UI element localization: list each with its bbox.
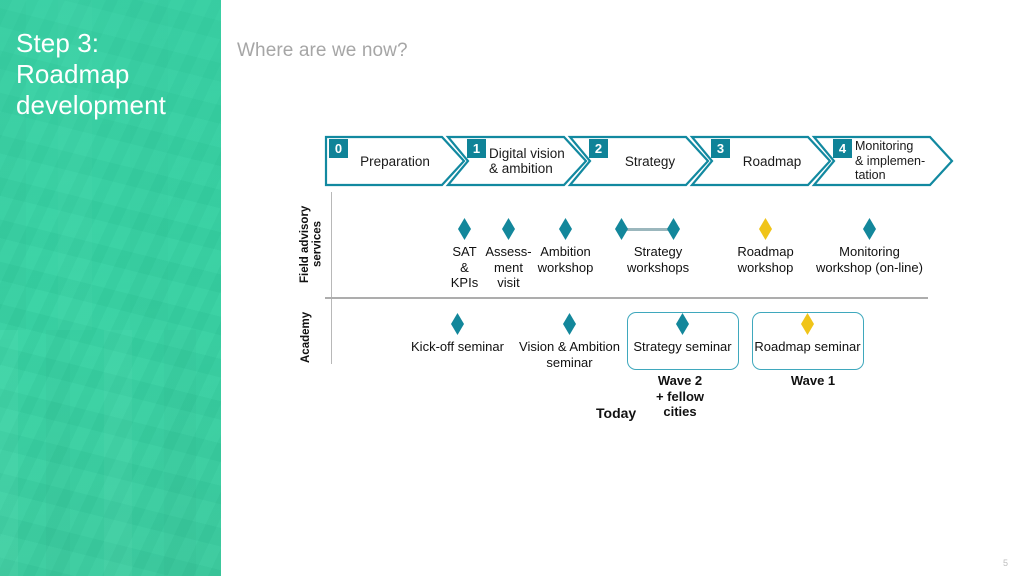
milestone-label: Kick-off seminar <box>411 339 504 354</box>
lane-horizontal-divider <box>325 297 928 299</box>
milestone-label: Monitoring workshop (on-line) <box>816 244 923 275</box>
process-step-1[interactable]: 1 Digital vision & ambition <box>445 135 588 187</box>
process-step-4-label: Monitoring & implemen- tation <box>855 139 926 183</box>
wave-label-roadmap-seminar: Wave 1 <box>790 373 836 388</box>
slide-subtitle: Where are we now? <box>237 40 408 61</box>
milestone-label: Assess- ment visit <box>485 244 532 290</box>
milestone-label: Ambition workshop <box>537 244 594 275</box>
lane-vertical-axis <box>331 192 332 364</box>
process-step-3-label: Roadmap <box>742 153 802 169</box>
today-marker-label: Today <box>596 405 637 421</box>
milestone-label: SAT & KPIs <box>450 244 479 290</box>
process-step-3-number: 3 <box>711 139 730 158</box>
milestone-label: Vision & Ambition seminar <box>519 339 620 370</box>
process-step-0[interactable]: 0 Preparation <box>324 135 466 187</box>
title-panel: Step 3: Roadmap development <box>0 0 221 576</box>
process-step-1-number: 1 <box>467 139 486 158</box>
process-step-0-label: Preparation <box>360 153 430 169</box>
process-step-4[interactable]: 4 Monitoring & implemen- tation <box>811 135 954 187</box>
process-step-2[interactable]: 2 Strategy <box>567 135 710 187</box>
process-step-2-number: 2 <box>589 139 608 158</box>
process-step-2-label: Strategy <box>624 153 676 169</box>
milestone-label: Roadmap workshop <box>737 244 794 275</box>
highlight-box-roadmap-seminar[interactable] <box>752 312 864 370</box>
page-number: 5 <box>1002 558 1008 568</box>
lane-label-field-advisory: Field advisory services <box>299 205 324 283</box>
process-step-1-label: Digital vision & ambition <box>489 146 565 176</box>
teal-color-overlay <box>0 0 221 576</box>
process-step-4-number: 4 <box>833 139 852 158</box>
process-step-3[interactable]: 3 Roadmap <box>689 135 832 187</box>
milestone-range-connector <box>624 228 676 231</box>
process-step-0-number: 0 <box>329 139 348 158</box>
milestone-label: Roadmap seminar <box>754 339 861 354</box>
page-title: Step 3: Roadmap development <box>16 28 166 120</box>
milestone-label: Strategy workshops <box>627 244 690 275</box>
lane-label-academy: Academy <box>300 311 312 363</box>
milestone-label: Strategy seminar <box>633 339 732 354</box>
highlight-box-strategy-seminar[interactable] <box>627 312 739 370</box>
wave-label-strategy-seminar: Wave 2 + fellow cities <box>655 373 705 419</box>
